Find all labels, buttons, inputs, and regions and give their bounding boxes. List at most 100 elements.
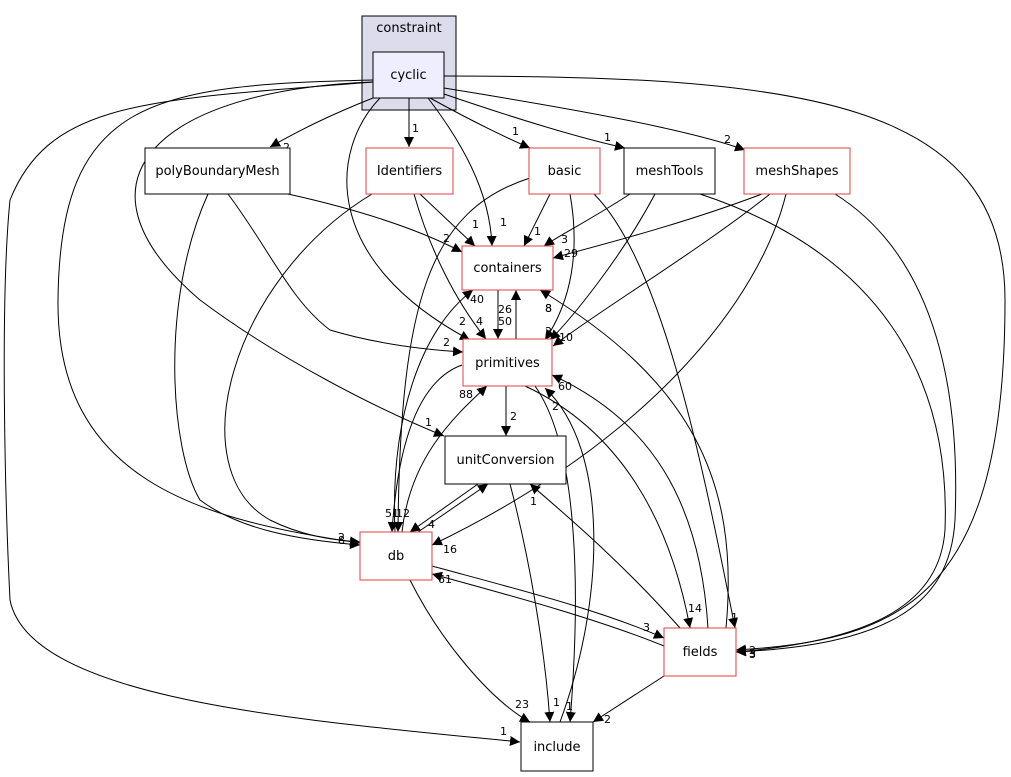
edges bbox=[3, 75, 1006, 746]
node-label: meshShapes bbox=[755, 164, 838, 179]
node-label: meshTools bbox=[636, 164, 704, 179]
edge-cyclic-meshshapes bbox=[443, 87, 746, 152]
edge-label: 1 bbox=[566, 700, 573, 713]
edge-cyclic-meshtools bbox=[443, 93, 626, 151]
edge-cyclic-include bbox=[3, 81, 521, 746]
edge-label: 2 bbox=[724, 133, 731, 146]
node-identifiers[interactable]: Identifiers bbox=[365, 147, 454, 195]
edge-db-primitives bbox=[401, 385, 488, 533]
node-polyboundarymesh[interactable]: polyBoundaryMesh bbox=[144, 147, 291, 195]
edge-ident-primitives bbox=[413, 193, 487, 340]
edge-fields-containers bbox=[539, 289, 729, 629]
edge-label: 2 bbox=[510, 410, 517, 423]
nodes: cyclic polyBoundaryMesh Identifiers basi… bbox=[144, 51, 851, 772]
edge-label: 2 bbox=[604, 713, 611, 726]
node-include[interactable]: include bbox=[520, 721, 594, 772]
edge-primitives-include bbox=[534, 385, 576, 723]
edge-label: 1 bbox=[472, 218, 479, 231]
edge-label: 2 bbox=[338, 531, 345, 544]
node-label: polyBoundaryMesh bbox=[155, 164, 279, 179]
edge-label: 60 bbox=[558, 380, 572, 393]
node-db[interactable]: db bbox=[359, 531, 433, 581]
edge-meshtools-containers bbox=[543, 193, 631, 247]
node-box bbox=[520, 721, 594, 772]
edge-db-fields bbox=[431, 565, 665, 639]
edge-cyclic-containers bbox=[427, 97, 497, 247]
node-containers[interactable]: containers bbox=[461, 245, 554, 291]
edge-label: 3 bbox=[561, 233, 568, 246]
edge-label: 51 bbox=[385, 507, 399, 520]
edge-meshshapes-db bbox=[431, 193, 787, 546]
edge-label: 8 bbox=[545, 302, 552, 315]
edge-meshshapes-primitives bbox=[552, 193, 771, 347]
edge-cyclic-unitconversion bbox=[134, 81, 445, 437]
edge-label: 1 bbox=[500, 216, 507, 229]
node-label: db bbox=[388, 549, 405, 564]
edge-label: 2 bbox=[459, 315, 466, 328]
edge-label: 29 bbox=[564, 247, 578, 260]
edge-cyclic-db bbox=[57, 79, 374, 547]
edge-label: 23 bbox=[515, 698, 529, 711]
edge-poly-db bbox=[174, 193, 361, 550]
edge-label: 10 bbox=[559, 331, 573, 344]
node-fields[interactable]: fields bbox=[663, 627, 737, 677]
node-meshtools[interactable]: meshTools bbox=[623, 147, 716, 195]
edge-label: 1 bbox=[412, 122, 419, 135]
edge-labels: 2 1 1 1 2 1 2 1 2 2 1 2 2 8 1 4 51 1 2 1… bbox=[283, 122, 756, 738]
node-box bbox=[528, 147, 601, 195]
node-label: primitives bbox=[475, 356, 540, 371]
node-box bbox=[365, 147, 454, 195]
edge-label: 4 bbox=[476, 315, 483, 328]
edge-label: 1 bbox=[425, 416, 432, 429]
edge-basic-db bbox=[393, 177, 531, 533]
node-label: containers bbox=[473, 261, 542, 276]
edge-meshshapes-containers bbox=[552, 193, 763, 261]
edge-label: 8 bbox=[338, 534, 345, 547]
edge-label: 1 bbox=[731, 611, 738, 624]
edge-meshtools-fields bbox=[699, 193, 946, 657]
edge-label: 1 bbox=[534, 225, 541, 238]
node-box bbox=[372, 51, 445, 99]
edge-unitconversion-db bbox=[409, 483, 479, 533]
edge-ident-db bbox=[224, 193, 373, 547]
cluster-label: constraint bbox=[376, 21, 441, 36]
edge-cyclic-polyboundarymesh bbox=[269, 97, 374, 148]
edge-label: 2 bbox=[443, 336, 450, 349]
edge-label: 14 bbox=[688, 602, 702, 615]
node-cyclic[interactable]: cyclic bbox=[372, 51, 445, 99]
edge-poly-primitives bbox=[227, 193, 464, 357]
edge-label: 1 bbox=[500, 725, 507, 738]
edge-basic-primitives bbox=[544, 193, 575, 341]
node-box bbox=[144, 147, 291, 195]
node-label: Identifiers bbox=[377, 164, 443, 179]
edge-unitconversion-include bbox=[509, 483, 555, 723]
edge-label: 2 bbox=[545, 325, 552, 338]
edge-ident-containers bbox=[419, 193, 476, 247]
edge-label: 40 bbox=[470, 293, 484, 306]
edge-poly-containers bbox=[287, 193, 463, 253]
edge-meshshapes-fields bbox=[735, 193, 957, 657]
edge-db-include bbox=[409, 579, 531, 723]
node-primitives[interactable]: primitives bbox=[462, 338, 553, 387]
edge-label: 3 bbox=[749, 648, 756, 661]
edge-label: 1 bbox=[553, 696, 560, 709]
edge-fields-include bbox=[592, 675, 665, 723]
node-label: fields bbox=[683, 645, 718, 660]
edge-basic-containers bbox=[523, 193, 551, 247]
edge-label: 50 bbox=[498, 315, 512, 328]
edge-include-primitives bbox=[544, 387, 595, 723]
edge-label: 2 bbox=[749, 644, 756, 657]
node-box bbox=[461, 245, 554, 291]
edge-meshtools-primitives bbox=[549, 193, 656, 341]
edge-label: 26 bbox=[498, 303, 512, 316]
edge-cyclic-primitives bbox=[346, 97, 471, 341]
node-meshshapes[interactable]: meshShapes bbox=[743, 147, 851, 195]
node-box bbox=[743, 147, 851, 195]
edge-label: 2 bbox=[552, 400, 559, 413]
node-basic[interactable]: basic bbox=[528, 147, 601, 195]
node-unitconversion[interactable]: unitConversion bbox=[444, 435, 567, 485]
edge-label: 61 bbox=[438, 573, 452, 586]
edge-label: 2 bbox=[443, 232, 450, 245]
edge-fields-unitconversion bbox=[529, 483, 681, 629]
edge-basic-fields bbox=[593, 193, 738, 629]
